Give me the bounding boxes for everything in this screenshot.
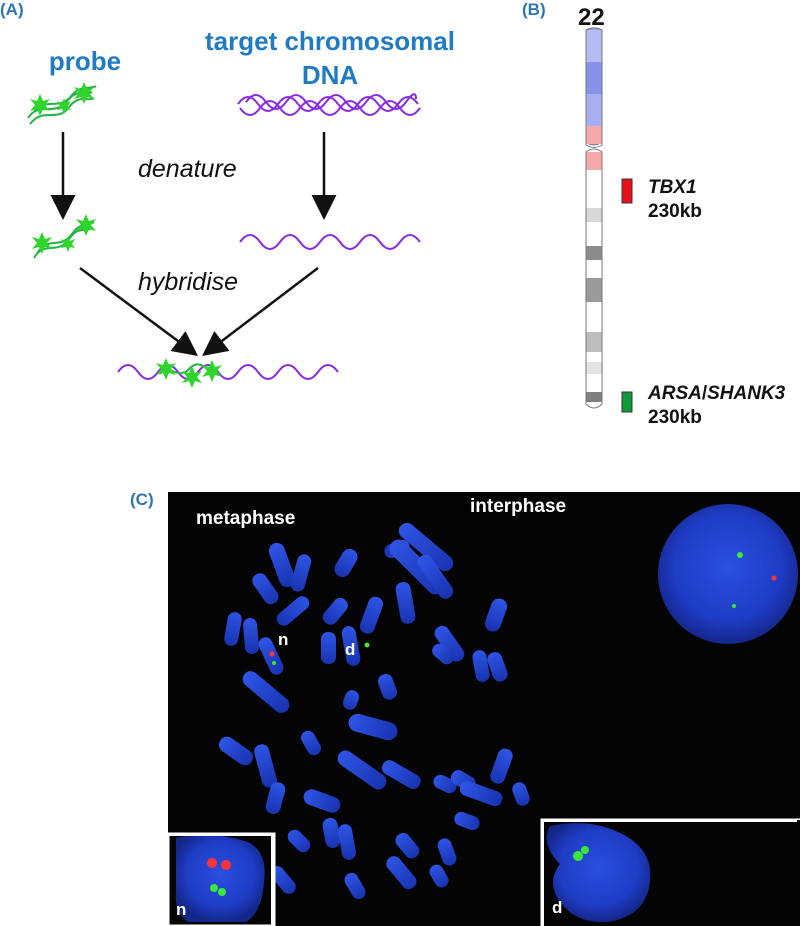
inset-d xyxy=(540,818,800,926)
interphase-green-signal-2 xyxy=(732,604,736,608)
metaphase-marker-d: d xyxy=(345,640,356,659)
gene-separator: / xyxy=(701,383,708,404)
inset-n-label: n xyxy=(176,900,187,919)
inset-d-frame xyxy=(541,819,797,926)
metaphase-d-green-signal xyxy=(364,642,370,648)
target-dna-double-helix xyxy=(237,93,421,116)
probe-title: probe xyxy=(48,46,122,76)
inset-n-green-signal-1 xyxy=(210,884,218,892)
arsa-shank3-marker xyxy=(621,391,633,413)
micrograph: metaphase interphase n d n d xyxy=(168,492,800,926)
denatured-star-3 xyxy=(61,236,75,252)
inset-n-green-signal-2 xyxy=(218,888,226,896)
inset-d-green-signal-2 xyxy=(581,846,589,854)
chromosome-22-ideogram xyxy=(585,27,603,409)
metaphase-n-red-signal xyxy=(269,651,275,657)
denature-step-label: denature xyxy=(138,155,237,183)
tbx1-gene-name: TBX1 xyxy=(648,177,697,198)
inset-d-green-signal-1 xyxy=(573,851,583,861)
hybrid-star-3 xyxy=(202,360,222,382)
denatured-star-2 xyxy=(76,214,96,236)
metaphase-n-green-signal xyxy=(272,661,276,665)
hybrid-star-2 xyxy=(182,366,202,388)
chromosome-number: 22 xyxy=(578,4,605,31)
panel-c-label: (C) xyxy=(130,490,154,509)
arsa-shank3-label: ARSA/SHANK3 230kb xyxy=(648,382,785,430)
hybridise-step-label: hybridise xyxy=(138,268,239,296)
hybrid-dna-strand xyxy=(117,364,339,380)
denatured-star-1 xyxy=(32,232,52,254)
panel-b-label: (B) xyxy=(522,0,546,19)
inset-n-red-signal-1 xyxy=(207,858,217,868)
target-dna-title-line2: DNA xyxy=(301,60,359,90)
target-dna-title-line1: target chromosomal xyxy=(205,26,455,56)
micrograph-image xyxy=(168,504,800,926)
metaphase-label: metaphase xyxy=(196,508,296,529)
dna-hybridise-arrow xyxy=(202,267,319,357)
metaphase-marker-n: n xyxy=(278,630,289,649)
probe-hybridise-arrow xyxy=(79,266,199,356)
tbx1-marker xyxy=(621,178,633,204)
metaphase-chromosomes xyxy=(218,522,530,900)
inset-d-label: d xyxy=(552,898,563,917)
arsa-shank3-size: 230kb xyxy=(648,407,702,428)
panel-a-label: (A) xyxy=(0,0,24,19)
denatured-dna-strand xyxy=(239,234,421,250)
inset-n xyxy=(168,832,276,926)
interphase-label: interphase xyxy=(470,496,567,517)
interphase-green-signal-1 xyxy=(737,552,743,558)
interphase-nucleus xyxy=(658,504,798,644)
tbx1-size: 230kb xyxy=(648,201,702,222)
inset-n-frame xyxy=(168,833,274,926)
tbx1-label: TBX1 230kb xyxy=(648,176,702,224)
shank3-gene-name: SHANK3 xyxy=(707,383,786,404)
probe-star-2 xyxy=(74,82,94,104)
hybrid-star-1 xyxy=(156,358,176,380)
probe-star-1 xyxy=(30,94,50,116)
probe-star-3 xyxy=(57,98,71,114)
interphase-red-signal xyxy=(771,575,777,581)
arsa-gene-name: ARSA xyxy=(648,383,702,404)
inset-n-red-signal-2 xyxy=(221,860,231,870)
